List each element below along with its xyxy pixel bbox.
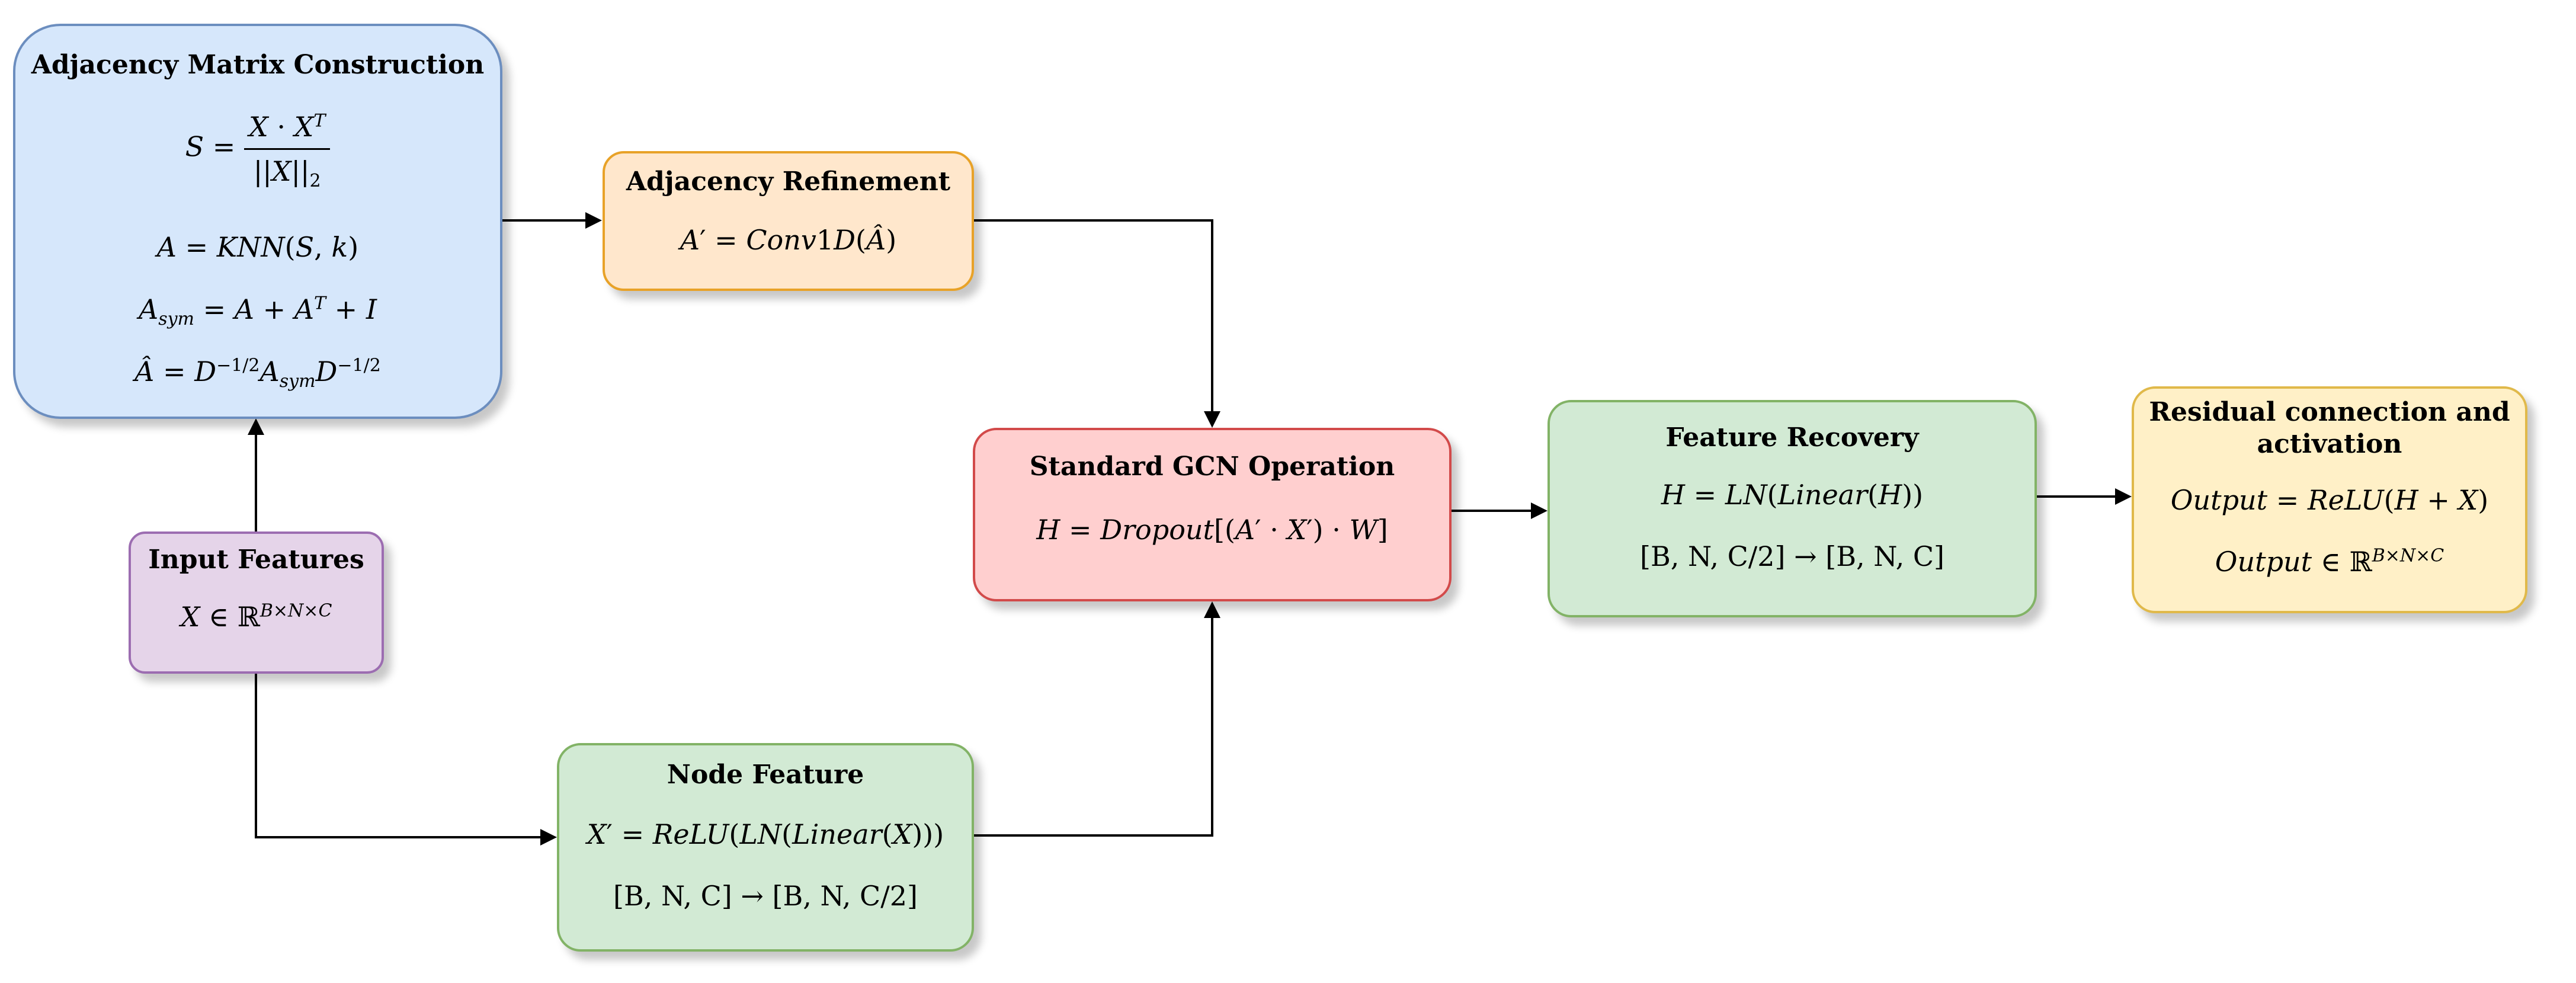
input-features-title: Input Features bbox=[148, 545, 364, 575]
node-feature-title: Node Feature bbox=[667, 760, 864, 790]
node-feature-equation: X′ = ReLU(LN(Linear(X))) bbox=[587, 818, 944, 850]
edge-nodefeature-to-gcn bbox=[974, 610, 1213, 837]
adjacency-refinement-title: Adjacency Refinement bbox=[626, 166, 951, 197]
node-feature-box: Node Feature X′ = ReLU(LN(Linear(X))) [B… bbox=[557, 743, 974, 952]
feature-recovery-shape: [B, N, C/2] → [B, N, C] bbox=[1640, 540, 1944, 572]
arrowhead-residual bbox=[2115, 488, 2132, 505]
residual-activation-box: Residual connection and activation Outpu… bbox=[2132, 386, 2527, 613]
gcn-operation-box: Standard GCN Operation H = Dropout[(A′ ·… bbox=[973, 428, 1452, 601]
edge-input-to-nodefeature bbox=[255, 674, 550, 838]
feature-recovery-box: Feature Recovery H = LN(Linear(H)) [B, N… bbox=[1547, 400, 2037, 617]
arrowhead-adjmatrix bbox=[248, 418, 264, 435]
residual-title-line1: Residual connection and bbox=[2149, 397, 2510, 427]
adjacency-matrix-construction-box: Adjacency Matrix Construction S = X · XT… bbox=[13, 24, 502, 419]
feature-recovery-title: Feature Recovery bbox=[1665, 422, 1919, 453]
normalization-equation: Â = D−1/2AsymD−1/2 bbox=[134, 355, 381, 392]
similarity-equation: S = X · XT||X||2 bbox=[15, 109, 500, 190]
knn-equation: A = KNN(S, k) bbox=[156, 231, 359, 263]
residual-output-shape: Output ∈ ℝB×N×C bbox=[2215, 545, 2444, 578]
arrowhead-nodefeature bbox=[540, 829, 557, 846]
adjacency-matrix-title: Adjacency Matrix Construction bbox=[31, 50, 485, 80]
arrowhead-gcn-bottom bbox=[1204, 601, 1220, 618]
arrowhead-gcn-top bbox=[1204, 411, 1220, 428]
arrowheads bbox=[248, 212, 2132, 846]
arrowhead-recovery bbox=[1531, 502, 1547, 519]
refinement-equation: A′ = Conv1D(Â) bbox=[680, 224, 897, 256]
arrowhead-refinement bbox=[585, 212, 602, 229]
input-features-equation: X ∈ ℝB×N×C bbox=[180, 600, 332, 633]
similarity-fraction: X · XT||X||2 bbox=[243, 109, 331, 190]
gcn-operation-title: Standard GCN Operation bbox=[1029, 452, 1395, 482]
residual-equation: Output = ReLU(H + X) bbox=[2170, 484, 2489, 516]
adjacency-refinement-box: Adjacency Refinement A′ = Conv1D(Â) bbox=[603, 151, 974, 291]
residual-title-line2: activation bbox=[2257, 429, 2402, 459]
edge-refinement-to-gcn bbox=[974, 219, 1213, 420]
feature-recovery-equation: H = LN(Linear(H)) bbox=[1661, 479, 1924, 511]
symmetric-equation: Asym = A + AT + I bbox=[138, 293, 377, 330]
input-features-box: Input Features X ∈ ℝB×N×C bbox=[129, 531, 384, 674]
gcn-equation: H = Dropout[(A′ · X′) · W] bbox=[1036, 514, 1388, 546]
node-feature-shape: [B, N, C] → [B, N, C/2] bbox=[613, 880, 918, 912]
